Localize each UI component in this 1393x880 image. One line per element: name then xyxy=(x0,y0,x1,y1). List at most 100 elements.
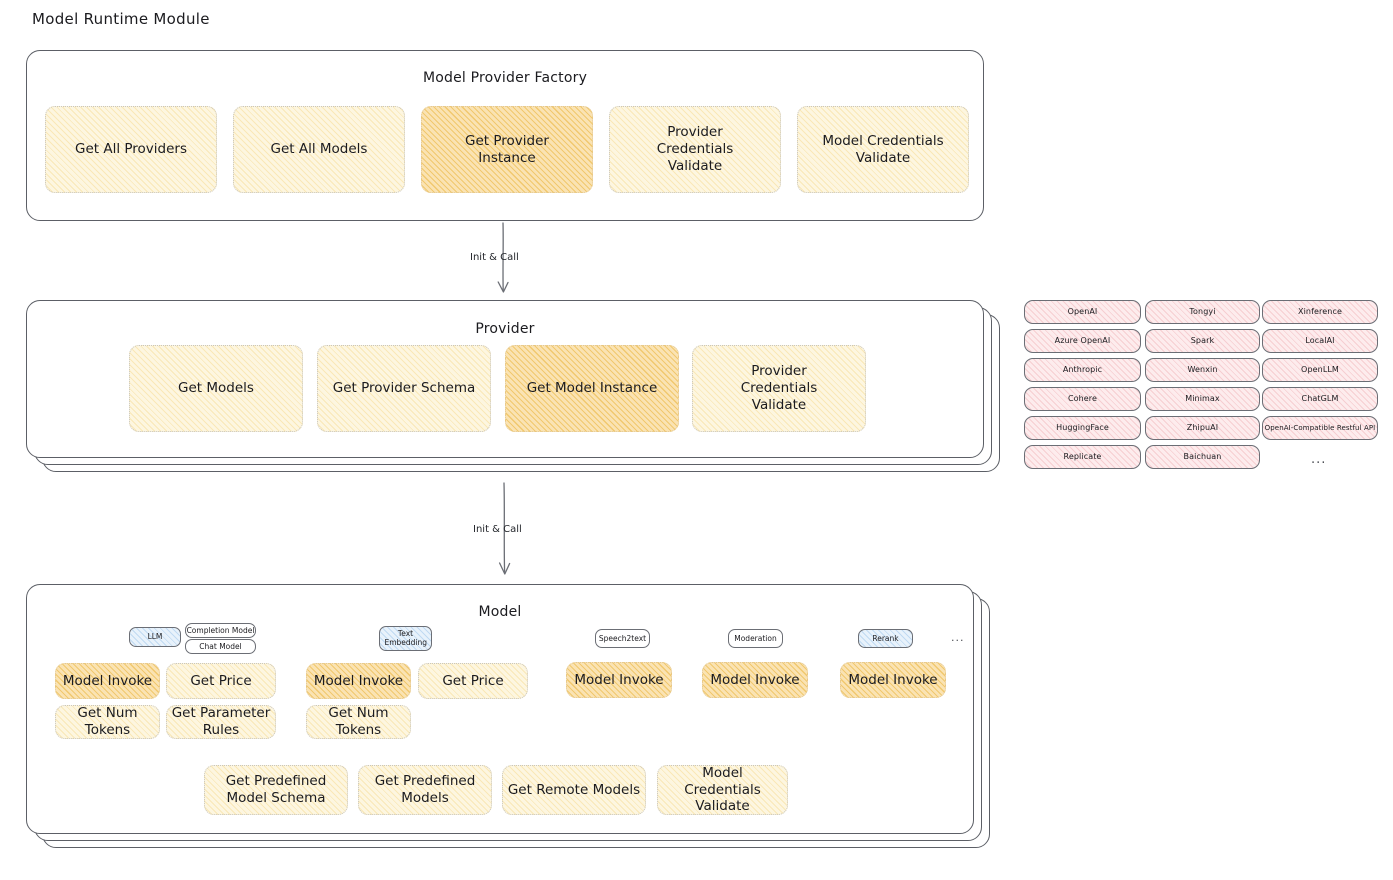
provider-chip-localai[interactable]: LocalAI xyxy=(1262,329,1378,353)
factory-node-get-provider-instance[interactable]: Get Provider Instance xyxy=(421,106,593,193)
provider-node-get-provider-schema[interactable]: Get Provider Schema xyxy=(317,345,491,432)
chip-label: Spark xyxy=(1190,336,1215,345)
model-type-tag-text-embedding[interactable]: Text Embedding xyxy=(379,626,432,651)
tag-label: LLM xyxy=(147,632,163,642)
provider-chip-minimax[interactable]: Minimax xyxy=(1145,387,1260,411)
factory-node-model-credentials-validate[interactable]: Model Credentials Validate xyxy=(797,106,969,193)
provider-chip-cohere[interactable]: Cohere xyxy=(1024,387,1141,411)
provider-chip-wenxin[interactable]: Wenxin xyxy=(1145,358,1260,382)
chip-label: Baichuan xyxy=(1183,452,1222,461)
provider-node-get-models[interactable]: Get Models xyxy=(129,345,303,432)
node-label: Get Price xyxy=(442,672,504,689)
node-label: Provider Credentials Validate xyxy=(656,124,734,174)
node-label: Get Num Tokens xyxy=(77,705,138,738)
chip-label: OpenAI-Compatible Restful API xyxy=(1264,423,1376,432)
model-common-node-get-predefined-model-schema[interactable]: Get Predefined Model Schema xyxy=(204,765,348,815)
chip-label: ZhipuAI xyxy=(1186,423,1219,432)
arrow-1-label: Init & Call xyxy=(470,252,519,263)
provider-node-get-model-instance[interactable]: Get Model Instance xyxy=(505,345,679,432)
node-label: Get Remote Models xyxy=(507,781,641,798)
model-type-tag-moderation[interactable]: Moderation xyxy=(728,629,783,648)
provider-chip-huggingface[interactable]: HuggingFace xyxy=(1024,416,1141,440)
subtag-label: Completion Model xyxy=(186,625,255,635)
model-common-node-get-predefined-models[interactable]: Get Predefined Models xyxy=(358,765,492,815)
node-label: Get Price xyxy=(190,672,252,689)
model-subtag-completion-model[interactable]: Completion Model xyxy=(185,623,256,638)
arrow-2-label: Init & Call xyxy=(473,524,522,535)
model-text-embedding-node-model-invoke[interactable]: Model Invoke xyxy=(306,663,411,699)
model-common-node-model-credentials-validate[interactable]: Model Credentials Validate xyxy=(657,765,788,815)
provider-chip-spark[interactable]: Spark xyxy=(1145,329,1260,353)
node-label: Model Invoke xyxy=(313,672,404,689)
chip-label: Replicate xyxy=(1063,452,1102,461)
node-label: Provider Credentials Validate xyxy=(740,363,818,413)
chip-label: Tongyi xyxy=(1189,307,1216,316)
tag-label: Moderation xyxy=(734,633,777,643)
provider-chip-baichuan[interactable]: Baichuan xyxy=(1145,445,1260,469)
model-llm-node-get-price[interactable]: Get Price xyxy=(166,663,276,699)
provider-chip-replicate[interactable]: Replicate xyxy=(1024,445,1141,469)
node-label: Get Provider Instance xyxy=(465,132,549,166)
provider-chip-anthropic[interactable]: Anthropic xyxy=(1024,358,1141,382)
provider-chip-tongyi[interactable]: Tongyi xyxy=(1145,300,1260,324)
model-rerank-node-model-invoke[interactable]: Model Invoke xyxy=(840,662,946,698)
model-speech2text-node-model-invoke[interactable]: Model Invoke xyxy=(566,662,672,698)
provider-chip-openai[interactable]: OpenAI xyxy=(1024,300,1141,324)
model-types-ellipsis: ... xyxy=(951,631,965,644)
node-label: Get Predefined Model Schema xyxy=(225,773,327,806)
node-label: Get Num Tokens xyxy=(328,705,389,738)
factory-node-get-all-models[interactable]: Get All Models xyxy=(233,106,405,193)
model-title: Model xyxy=(478,604,522,620)
node-label: Model Invoke xyxy=(574,671,664,688)
node-label: Get All Models xyxy=(270,141,368,158)
node-label: Get All Providers xyxy=(75,141,187,158)
model-llm-node-model-invoke[interactable]: Model Invoke xyxy=(55,663,160,699)
subtag-label: Chat Model xyxy=(199,641,242,651)
node-label: Model Invoke xyxy=(848,671,938,688)
node-label: Model Credentials Validate xyxy=(684,764,761,815)
provider-chip-xinference[interactable]: Xinference xyxy=(1262,300,1378,324)
model-common-node-get-remote-models[interactable]: Get Remote Models xyxy=(502,765,646,815)
chip-label: OpenAI xyxy=(1067,307,1098,316)
node-label: Model Invoke xyxy=(710,671,800,688)
node-label: Model Invoke xyxy=(62,672,153,689)
provider-chip-azure-openai[interactable]: Azure OpenAI xyxy=(1024,329,1141,353)
node-label: Get Provider Schema xyxy=(332,380,476,397)
chip-label: Cohere xyxy=(1067,394,1098,403)
factory-node-get-all-providers[interactable]: Get All Providers xyxy=(45,106,217,193)
model-type-tag-llm[interactable]: LLM xyxy=(129,627,181,647)
chip-label: LocalAI xyxy=(1305,336,1335,345)
model-text-embedding-node-get-num-tokens[interactable]: Get Num Tokens xyxy=(306,705,411,739)
provider-chip-chatglm[interactable]: ChatGLM xyxy=(1262,387,1378,411)
model-provider-factory-title: Model Provider Factory xyxy=(422,70,588,86)
tag-label: Speech2text xyxy=(598,633,647,643)
model-type-tag-speech2text[interactable]: Speech2text xyxy=(595,629,650,648)
provider-chip-openai-compatible-restful-api[interactable]: OpenAI-Compatible Restful API xyxy=(1262,416,1378,440)
node-label: Get Models xyxy=(178,380,254,397)
tag-label: Text Embedding xyxy=(384,629,428,647)
chip-label: Azure OpenAI xyxy=(1054,336,1111,345)
node-label: Get Model Instance xyxy=(526,380,658,397)
chip-label: OpenLLM xyxy=(1301,365,1339,374)
node-label: Get Parameter Rules xyxy=(171,705,271,738)
provider-chip-zhipuai[interactable]: ZhipuAI xyxy=(1145,416,1260,440)
tag-label: Rerank xyxy=(872,633,899,643)
model-text-embedding-node-get-price[interactable]: Get Price xyxy=(418,663,528,699)
chip-label: HuggingFace xyxy=(1056,423,1109,432)
arrow-provider-to-model xyxy=(498,482,511,575)
chip-label: Wenxin xyxy=(1187,365,1218,374)
model-llm-node-get-num-tokens[interactable]: Get Num Tokens xyxy=(55,705,160,739)
provider-chip-openllm[interactable]: OpenLLM xyxy=(1262,358,1378,382)
page-title: Model Runtime Module xyxy=(32,10,210,28)
provider-list-ellipsis: ... xyxy=(1311,452,1327,467)
provider-node-provider-credentials-validate[interactable]: Provider Credentials Validate xyxy=(692,345,866,432)
model-llm-node-get-parameter-rules[interactable]: Get Parameter Rules xyxy=(166,705,276,739)
factory-node-provider-credentials-validate[interactable]: Provider Credentials Validate xyxy=(609,106,781,193)
node-label: Model Credentials Validate xyxy=(822,132,944,166)
model-subtag-chat-model[interactable]: Chat Model xyxy=(185,639,256,654)
node-label: Get Predefined Models xyxy=(374,773,476,806)
provider-title: Provider xyxy=(475,321,535,337)
model-type-tag-rerank[interactable]: Rerank xyxy=(858,629,913,648)
model-moderation-node-model-invoke[interactable]: Model Invoke xyxy=(702,662,808,698)
